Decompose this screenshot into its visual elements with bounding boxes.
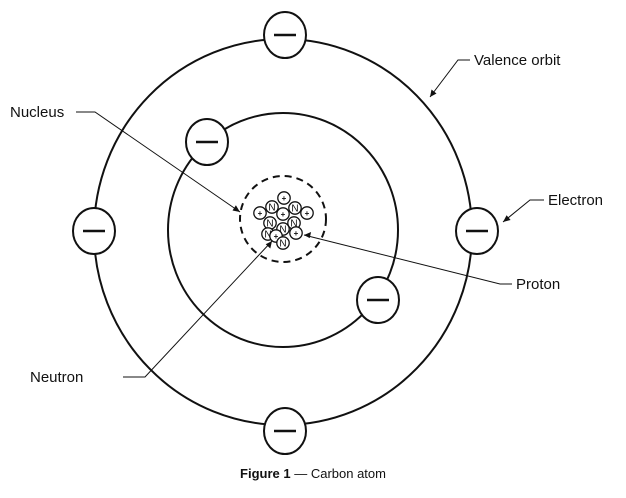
- valence-electron-bottom: [263, 407, 307, 455]
- valence-electron-right: [455, 207, 499, 255]
- proton: +: [300, 206, 314, 220]
- nucleus-boundary: [239, 175, 327, 263]
- valence-electron-top: [263, 11, 307, 59]
- neutron-symbol: N: [279, 225, 286, 236]
- valence-orbit-label: Valence orbit: [474, 52, 561, 69]
- proton-arrowhead: [304, 232, 312, 239]
- neutron-label: Neutron: [30, 369, 83, 386]
- neutron-icon: [265, 200, 279, 214]
- valence-orbit-leader: [429, 59, 470, 98]
- valence-electron-left: [72, 207, 116, 255]
- inner-orbit: [167, 112, 399, 348]
- proton-symbol: +: [294, 229, 299, 238]
- neutron-icon: [276, 236, 290, 250]
- neutron-symbol: N: [268, 203, 275, 214]
- inner-electron-1: [185, 118, 229, 166]
- neutron-symbol: N: [291, 204, 298, 215]
- neutron-leader: [123, 240, 273, 378]
- caption-title: Carbon atom: [310, 466, 386, 481]
- neutron-symbol: N: [264, 230, 271, 241]
- neutron-symbol: N: [279, 239, 286, 250]
- inner-electron-2: [356, 276, 400, 324]
- figure-number: Figure 1: [240, 466, 291, 481]
- proton-icon: [277, 191, 291, 205]
- neutron-arrowhead: [265, 241, 272, 249]
- proton-leader: [303, 234, 512, 285]
- electron-arrowhead: [503, 215, 511, 222]
- neutron-icon: [288, 201, 302, 215]
- electron-leader: [502, 199, 544, 223]
- proton-symbol: +: [274, 232, 279, 241]
- caption-separator: —: [290, 466, 311, 481]
- neutron: N: [288, 201, 302, 215]
- proton-icon: [289, 226, 303, 240]
- proton: +: [277, 191, 291, 205]
- proton-icon: [276, 207, 290, 221]
- neutron-symbol: N: [290, 219, 297, 230]
- nucleus-arrowhead: [232, 205, 240, 212]
- proton: +: [276, 207, 290, 221]
- figure-caption: Figure 1 — Carbon atom: [0, 466, 626, 481]
- nucleus-leader: [76, 111, 241, 213]
- proton-icon: [300, 206, 314, 220]
- proton: +: [253, 206, 267, 220]
- proton-label: Proton: [516, 276, 560, 293]
- proton-icon: [253, 206, 267, 220]
- valence-orbit-arrowhead: [430, 89, 437, 97]
- proton: +: [289, 226, 303, 240]
- proton-symbol: +: [281, 210, 286, 219]
- neutron: N: [265, 200, 279, 214]
- neutron-symbol: N: [266, 219, 273, 230]
- electron-label: Electron: [548, 192, 603, 209]
- neutron: N: [276, 236, 290, 250]
- proton-symbol: +: [305, 209, 310, 218]
- nucleus-label: Nucleus: [10, 104, 64, 121]
- proton-symbol: +: [258, 209, 263, 218]
- proton-symbol: +: [282, 194, 287, 203]
